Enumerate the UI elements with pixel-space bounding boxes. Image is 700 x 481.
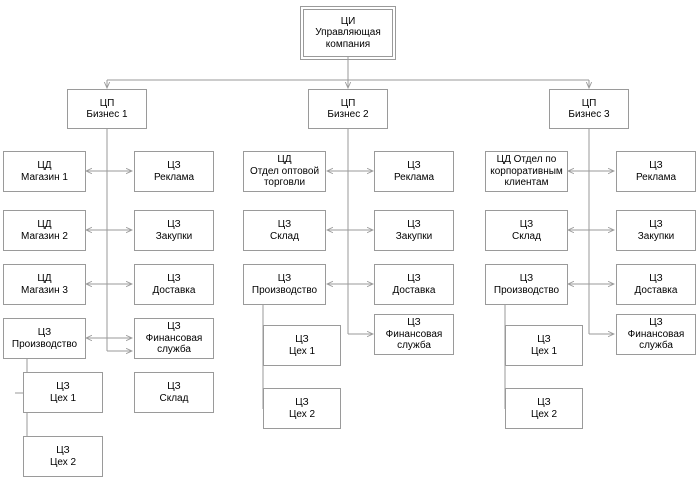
node-c3-corporate-clients-department[interactable]: ЦД Отдел по корпоративным клиентам <box>485 151 568 192</box>
node-label: ЦЗ Закупки <box>637 219 675 242</box>
node-label: ЦЗ Склад <box>512 219 541 242</box>
node-c2-workshop-2[interactable]: ЦЗ Цех 2 <box>263 388 341 429</box>
node-c2-production[interactable]: ЦЗ Производство <box>243 264 326 305</box>
node-c2-purchasing[interactable]: ЦЗ Закупки <box>374 210 454 251</box>
node-label: ЦЗ Цех 2 <box>49 445 77 468</box>
node-division-business-2[interactable]: ЦП Бизнес 2 <box>308 89 388 129</box>
node-label: ЦЗ Склад <box>159 381 189 404</box>
node-c2-financial-service[interactable]: ЦЗ Финансовая служба <box>374 314 454 355</box>
node-c1-workshop-2[interactable]: ЦЗ Цех 2 <box>23 436 103 477</box>
node-c1-store-1[interactable]: ЦД Магазин 1 <box>3 151 86 192</box>
node-c3-purchasing[interactable]: ЦЗ Закупки <box>616 210 696 251</box>
node-c2-delivery[interactable]: ЦЗ Доставка <box>374 264 454 305</box>
node-label: ЦЗ Цех 1 <box>530 334 558 357</box>
node-label: ЦП Бизнес 3 <box>568 97 610 121</box>
node-label: ЦЗ Склад <box>270 219 299 242</box>
node-c1-store-3[interactable]: ЦД Магазин 3 <box>3 264 86 305</box>
node-c1-workshop-1[interactable]: ЦЗ Цех 1 <box>23 372 103 413</box>
node-label: ЦЗ Цех 1 <box>49 381 77 404</box>
node-division-business-1[interactable]: ЦП Бизнес 1 <box>67 89 147 129</box>
node-c1-financial-service[interactable]: ЦЗ Финансовая служба <box>134 318 214 359</box>
node-label: ЦЗ Финансовая служба <box>627 317 685 352</box>
node-label: ЦИ Управляющая компания <box>315 15 381 50</box>
node-c1-delivery[interactable]: ЦЗ Доставка <box>134 264 214 305</box>
node-root-management-company[interactable]: ЦИ Управляющая компания <box>300 6 396 60</box>
node-label: ЦЗ Реклама <box>153 160 195 183</box>
node-label: ЦД Магазин 2 <box>21 219 68 242</box>
node-label: ЦД Магазин 1 <box>21 160 68 183</box>
node-c3-workshop-2[interactable]: ЦЗ Цех 2 <box>505 388 583 429</box>
node-c2-advertising[interactable]: ЦЗ Реклама <box>374 151 454 192</box>
node-label: ЦД Отдел оптовой торговли <box>249 154 320 189</box>
node-c2-workshop-1[interactable]: ЦЗ Цех 1 <box>263 325 341 366</box>
node-label: ЦЗ Доставка <box>634 273 678 296</box>
node-c3-delivery[interactable]: ЦЗ Доставка <box>616 264 696 305</box>
node-label: ЦД Магазин 3 <box>21 273 68 296</box>
node-label: ЦЗ Закупки <box>155 219 193 242</box>
node-c1-production[interactable]: ЦЗ Производство <box>3 318 86 359</box>
node-division-business-3[interactable]: ЦП Бизнес 3 <box>549 89 629 129</box>
node-c3-advertising[interactable]: ЦЗ Реклама <box>616 151 696 192</box>
node-label: ЦЗ Реклама <box>393 160 435 183</box>
node-label: ЦП Бизнес 2 <box>327 97 369 121</box>
node-label: ЦЗ Реклама <box>635 160 677 183</box>
node-c1-store-2[interactable]: ЦД Магазин 2 <box>3 210 86 251</box>
node-c3-workshop-1[interactable]: ЦЗ Цех 1 <box>505 325 583 366</box>
node-label: ЦЗ Производство <box>11 327 78 350</box>
node-label: ЦЗ Финансовая служба <box>145 321 203 356</box>
node-c2-wholesale-department[interactable]: ЦД Отдел оптовой торговли <box>243 151 326 192</box>
node-c3-production[interactable]: ЦЗ Производство <box>485 264 568 305</box>
node-c3-warehouse[interactable]: ЦЗ Склад <box>485 210 568 251</box>
node-c1-advertising[interactable]: ЦЗ Реклама <box>134 151 214 192</box>
node-label: ЦЗ Цех 2 <box>530 397 558 420</box>
node-label: ЦЗ Доставка <box>392 273 436 296</box>
node-c3-financial-service[interactable]: ЦЗ Финансовая служба <box>616 314 696 355</box>
node-c2-warehouse[interactable]: ЦЗ Склад <box>243 210 326 251</box>
node-label: ЦЗ Производство <box>493 273 560 296</box>
node-label: ЦЗ Цех 1 <box>288 334 316 357</box>
node-label: ЦЗ Цех 2 <box>288 397 316 420</box>
node-label: ЦЗ Доставка <box>152 273 196 296</box>
node-label: ЦП Бизнес 1 <box>86 97 128 121</box>
node-label: ЦЗ Закупки <box>395 219 433 242</box>
node-label: ЦЗ Финансовая служба <box>385 317 443 352</box>
node-c1-warehouse[interactable]: ЦЗ Склад <box>134 372 214 413</box>
node-c1-purchasing[interactable]: ЦЗ Закупки <box>134 210 214 251</box>
node-label: ЦЗ Производство <box>251 273 318 296</box>
node-label: ЦД Отдел по корпоративным клиентам <box>490 154 563 189</box>
